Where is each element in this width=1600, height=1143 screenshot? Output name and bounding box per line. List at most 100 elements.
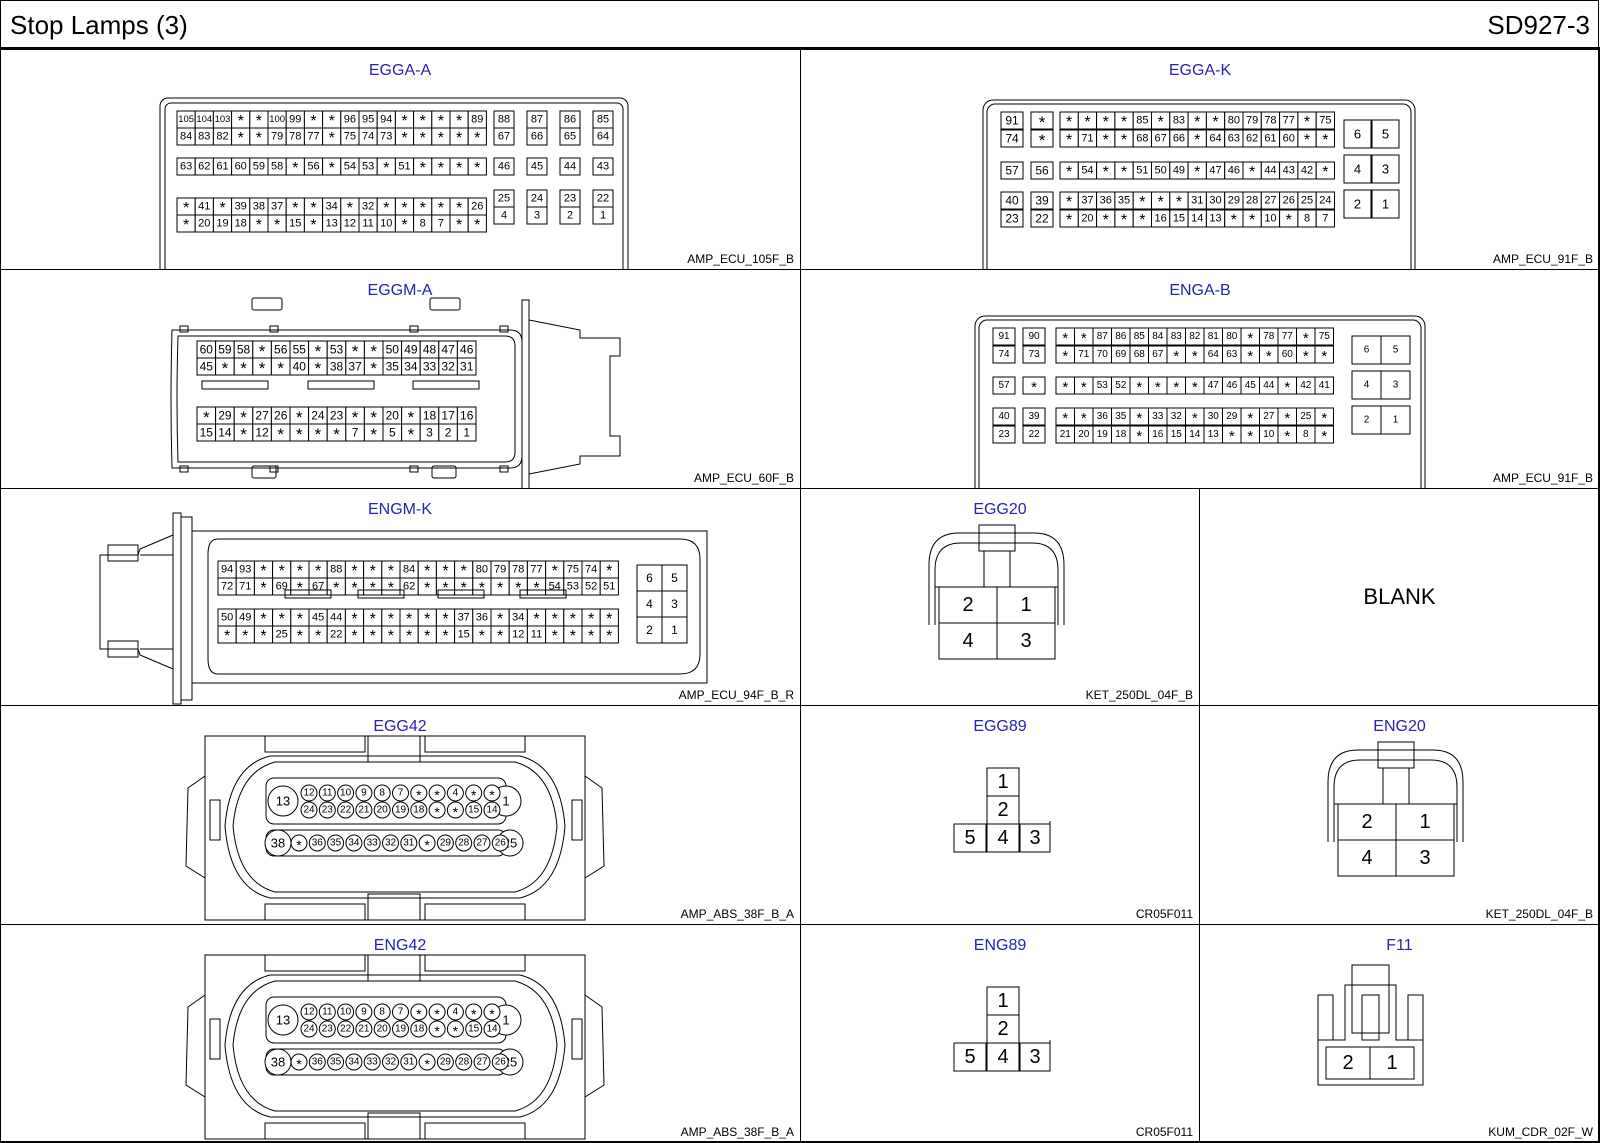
pin-label: 99 (289, 114, 301, 126)
connector-outline (934, 542, 1059, 625)
connector-part-type: AMP_ECU_91F_B (1492, 252, 1593, 266)
pin-label: * (1192, 348, 1198, 365)
pin-cell (1022, 425, 1046, 444)
pin-cell (308, 834, 326, 852)
pin-label: * (438, 130, 444, 147)
pin-label: * (1062, 348, 1068, 365)
connector-outline (176, 335, 516, 463)
pin-cell (1395, 803, 1455, 841)
connector-outline (519, 589, 567, 599)
pin-label: * (1084, 114, 1090, 131)
pin-cell (355, 1020, 373, 1038)
pin-cell (1380, 335, 1411, 365)
pin-label: 22 (1028, 429, 1040, 440)
pin-label: * (406, 628, 412, 645)
pin-cell (456, 423, 477, 442)
pin-label: 47 (441, 343, 455, 357)
pin-label: 44 (1264, 165, 1276, 177)
pin-label: * (203, 408, 210, 427)
pin-label: 73 (380, 131, 392, 143)
pin-label: 1 (997, 990, 1008, 1012)
connector-outline (584, 994, 605, 1098)
pin-label: 4 (997, 1046, 1008, 1068)
pin-label: * (383, 160, 389, 177)
pin-label: 10 (1263, 429, 1275, 440)
pin-label: 35 (386, 360, 400, 374)
pin-label: 46 (460, 343, 474, 357)
pin-label: 25 (1300, 411, 1312, 422)
pin-label: 13 (326, 218, 338, 230)
pin-cell (456, 357, 477, 376)
pin-label: * (1158, 194, 1164, 211)
pin-label: 54 (1081, 165, 1093, 177)
pin-label: * (1066, 164, 1072, 181)
pin-label: 4 (997, 827, 1008, 849)
pin-cell (986, 986, 1020, 1016)
pin-label: 3 (671, 597, 678, 611)
connector-name: EGG20 (973, 501, 1027, 518)
pin-label: * (329, 130, 335, 147)
pin-label: * (259, 359, 266, 378)
pin-label: 10 (1264, 213, 1276, 225)
pin-cell (400, 1053, 418, 1071)
pin-label: 52 (585, 581, 597, 593)
pin-label: * (438, 200, 444, 217)
pin-cell (446, 1003, 464, 1021)
pin-label: 61 (216, 161, 228, 173)
pin-cell (526, 127, 548, 146)
pin-label: 34 (326, 201, 338, 213)
pin-label: 39 (1035, 194, 1049, 208)
pin-label: 45 (531, 161, 543, 173)
pin-label: 20 (386, 409, 400, 423)
pin-cell (992, 376, 1016, 395)
pin-label: 4 (501, 210, 507, 222)
pin-label: * (424, 580, 430, 597)
pin-label: * (1286, 212, 1292, 229)
pin-label: 31 (1191, 195, 1203, 207)
pin-cell (491, 1053, 509, 1071)
pin-cell (1337, 839, 1397, 877)
pin-cell (400, 834, 418, 852)
pin-label: * (552, 611, 558, 628)
pin-cell (1371, 119, 1400, 149)
pin-cell (1019, 1042, 1051, 1072)
pin-cell (1030, 161, 1054, 180)
pin-label: 48 (423, 343, 437, 357)
pin-label: * (256, 217, 262, 234)
pin-label: 32 (385, 1057, 397, 1068)
pin-cell (1030, 209, 1054, 228)
pin-label: * (434, 804, 440, 820)
pin-label: 1 (1386, 1052, 1397, 1074)
pin-label: 23 (322, 1024, 334, 1035)
pin-cell (1343, 154, 1372, 184)
connector-outline (409, 325, 419, 333)
pin-label: * (310, 217, 316, 234)
pin-label: 2 (445, 426, 452, 440)
pin-label: 69 (1115, 349, 1127, 360)
pin-label: 18 (413, 805, 425, 816)
pin-cell (1314, 407, 1334, 426)
pin-label: * (1192, 379, 1198, 396)
pin-cell (1000, 209, 1024, 228)
pin-cell (300, 801, 318, 819)
pin-cell (1371, 189, 1400, 219)
pin-label: 4 (1361, 847, 1372, 869)
pin-label: 46 (1226, 380, 1238, 391)
connector-outline (264, 954, 366, 972)
pin-cell (1314, 327, 1334, 346)
pin-label: * (1192, 410, 1198, 427)
pin-label: 56 (307, 161, 319, 173)
pin-label: * (277, 425, 284, 444)
pin-cell (559, 157, 581, 176)
connector-outline (201, 380, 269, 390)
pin-label: 42 (1300, 380, 1312, 391)
pin-label: * (1173, 348, 1179, 365)
pin-cell (1022, 327, 1046, 346)
pin-label: 58 (271, 161, 283, 173)
pin-cell (465, 784, 483, 802)
connector-part-type: AMP_ECU_94F_B_R (678, 688, 794, 702)
pin-cell (1315, 191, 1336, 210)
connector-outline (159, 97, 629, 269)
pin-label: 1 (1393, 415, 1399, 426)
